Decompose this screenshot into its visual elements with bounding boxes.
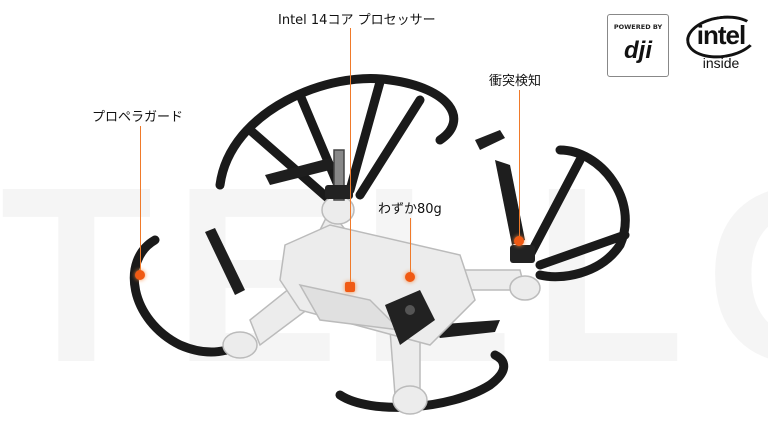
- intel-inside-text: inside: [702, 55, 740, 71]
- dji-powered-by: POWERED BY: [613, 23, 663, 31]
- label-collision: 衝突検知: [489, 74, 542, 89]
- marker-weight: [405, 272, 415, 282]
- label-weight: わずか80g: [378, 202, 442, 217]
- dji-logo: POWERED BY dji: [607, 14, 669, 77]
- label-processor: Intel 14コア プロセッサー: [278, 13, 436, 28]
- dji-wordmark: dji: [624, 37, 652, 64]
- leader-line-processor: [350, 28, 351, 283]
- leader-line-guard: [140, 126, 141, 272]
- marker-collision: [514, 236, 524, 246]
- guard-bottom: [335, 350, 509, 412]
- intel-inside-logo: intel inside: [683, 11, 761, 78]
- intel-wordmark: intel: [696, 20, 746, 50]
- label-guard: プロペラガード: [92, 110, 184, 125]
- marker-guard: [135, 270, 145, 280]
- leader-line-weight: [410, 218, 411, 274]
- marker-processor: [345, 282, 355, 292]
- leader-line-collision: [519, 90, 520, 238]
